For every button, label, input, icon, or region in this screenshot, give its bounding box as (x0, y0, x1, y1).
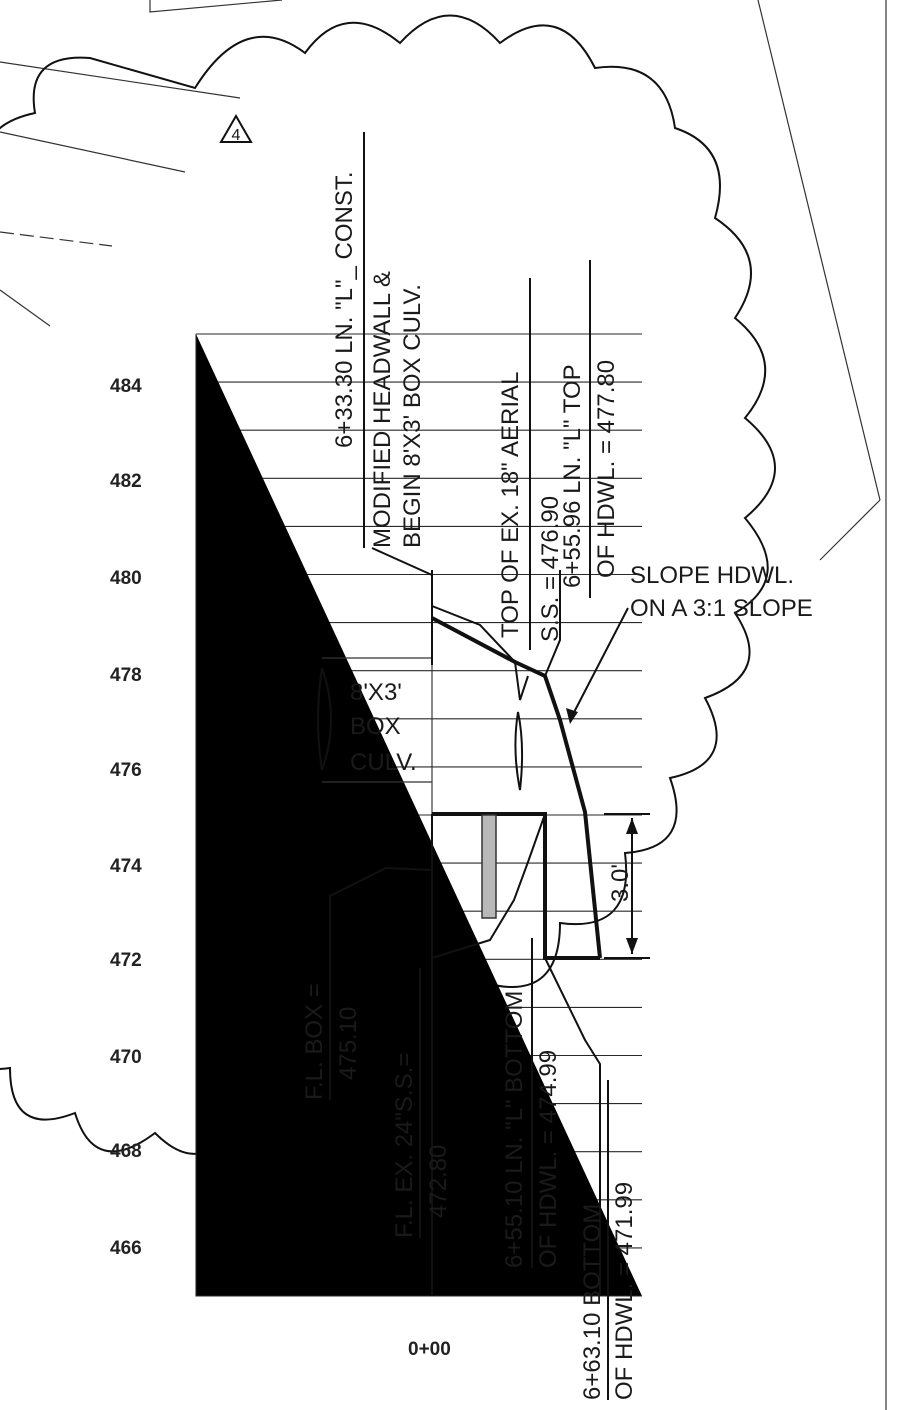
bottom-headwall-callout: 6+55.10 LN. "L" BOTTOM OF HDWL. = 474.99 (501, 938, 562, 1268)
svg-text:472.80: 472.80 (425, 1145, 452, 1218)
svg-text:TOP OF EX. 18" AERIAL: TOP OF EX. 18" AERIAL (497, 372, 524, 638)
svg-text:6+63.10 BOTTOM: 6+63.10 BOTTOM (579, 1204, 606, 1400)
svg-text:8'X3': 8'X3' (350, 679, 402, 706)
svg-text:6+33.30 LN. "L"_ CONST.: 6+33.30 LN. "L"_ CONST. (331, 171, 358, 448)
elevation-label: 480 (110, 568, 142, 589)
elevation-label: 476 (110, 760, 142, 781)
svg-text:6+55.10 LN. "L" BOTTOM: 6+55.10 LN. "L" BOTTOM (501, 991, 528, 1268)
svg-text:F.L. EX. 24"S.S.=: F.L. EX. 24"S.S.= (391, 1053, 418, 1238)
aerial-callout: TOP OF EX. 18" AERIAL S.S. = 476.90 (497, 278, 564, 650)
svg-text:OF HDWL. = 477.80: OF HDWL. = 477.80 (593, 360, 620, 578)
elevation-axis: 484 482 480 478 476 474 472 470 468 466 … (110, 376, 451, 1360)
elevation-label: 482 (110, 471, 142, 492)
svg-text:6+55.96 LN. "L" TOP: 6+55.96 LN. "L" TOP (559, 364, 586, 588)
revision-triangle-icon: 4 (219, 113, 253, 144)
svg-text:ON A 3:1 SLOPE: ON A 3:1 SLOPE (630, 595, 813, 622)
svg-text:CULV.: CULV. (350, 749, 417, 776)
top-headwall-callout: 6+55.96 LN. "L" TOP OF HDWL. = 477.80 (559, 260, 620, 598)
bottom-headwall-callout-2: 6+63.10 BOTTOM OF HDWL. = 471.99 (579, 1080, 638, 1400)
svg-text:475.10: 475.10 (335, 1007, 362, 1080)
station-label: 0+00 (408, 1339, 451, 1360)
svg-text:S.S. = 476.90: S.S. = 476.90 (537, 496, 564, 642)
elevation-label: 484 (110, 376, 142, 397)
svg-text:BOX: BOX (350, 713, 401, 740)
culvert-label: 8'X3' BOX CULV. (350, 679, 417, 776)
dimension-marker (604, 813, 650, 959)
elevation-label: 468 (110, 1141, 142, 1162)
svg-text:F.L. BOX =: F.L. BOX = (301, 983, 328, 1100)
svg-text:OF HDWL. = 471.99: OF HDWL. = 471.99 (611, 1182, 638, 1400)
elevation-label: 466 (110, 1238, 142, 1259)
headwall-callout: 6+33.30 LN. "L"_ CONST. MODIFIED HEADWAL… (331, 132, 426, 548)
elevation-label: 474 (110, 856, 142, 877)
grid-frame (195, 334, 642, 1297)
fl-existing-callout: F.L. EX. 24"S.S.= 472.80 (391, 968, 452, 1238)
elevation-label: 478 (110, 665, 142, 686)
revision-mark: 4 (232, 127, 241, 144)
svg-text:MODIFIED HEADWALL &: MODIFIED HEADWALL & (369, 271, 396, 548)
fl-box-callout: F.L. BOX = 475.10 (301, 900, 362, 1100)
svg-text:OF HDWL. = 474.99: OF HDWL. = 474.99 (535, 1050, 562, 1268)
elevation-label: 470 (110, 1047, 142, 1068)
hatched-pipe (481, 814, 497, 919)
elevation-label: 472 (110, 950, 142, 971)
slope-arrow (566, 607, 629, 724)
svg-text:BEGIN 8'X3' BOX CULV.: BEGIN 8'X3' BOX CULV. (399, 284, 426, 548)
slope-callout: SLOPE HDWL. ON A 3:1 SLOPE (630, 562, 813, 622)
dimension-label: 3.0' (607, 864, 634, 902)
svg-text:SLOPE HDWL.: SLOPE HDWL. (630, 562, 794, 589)
